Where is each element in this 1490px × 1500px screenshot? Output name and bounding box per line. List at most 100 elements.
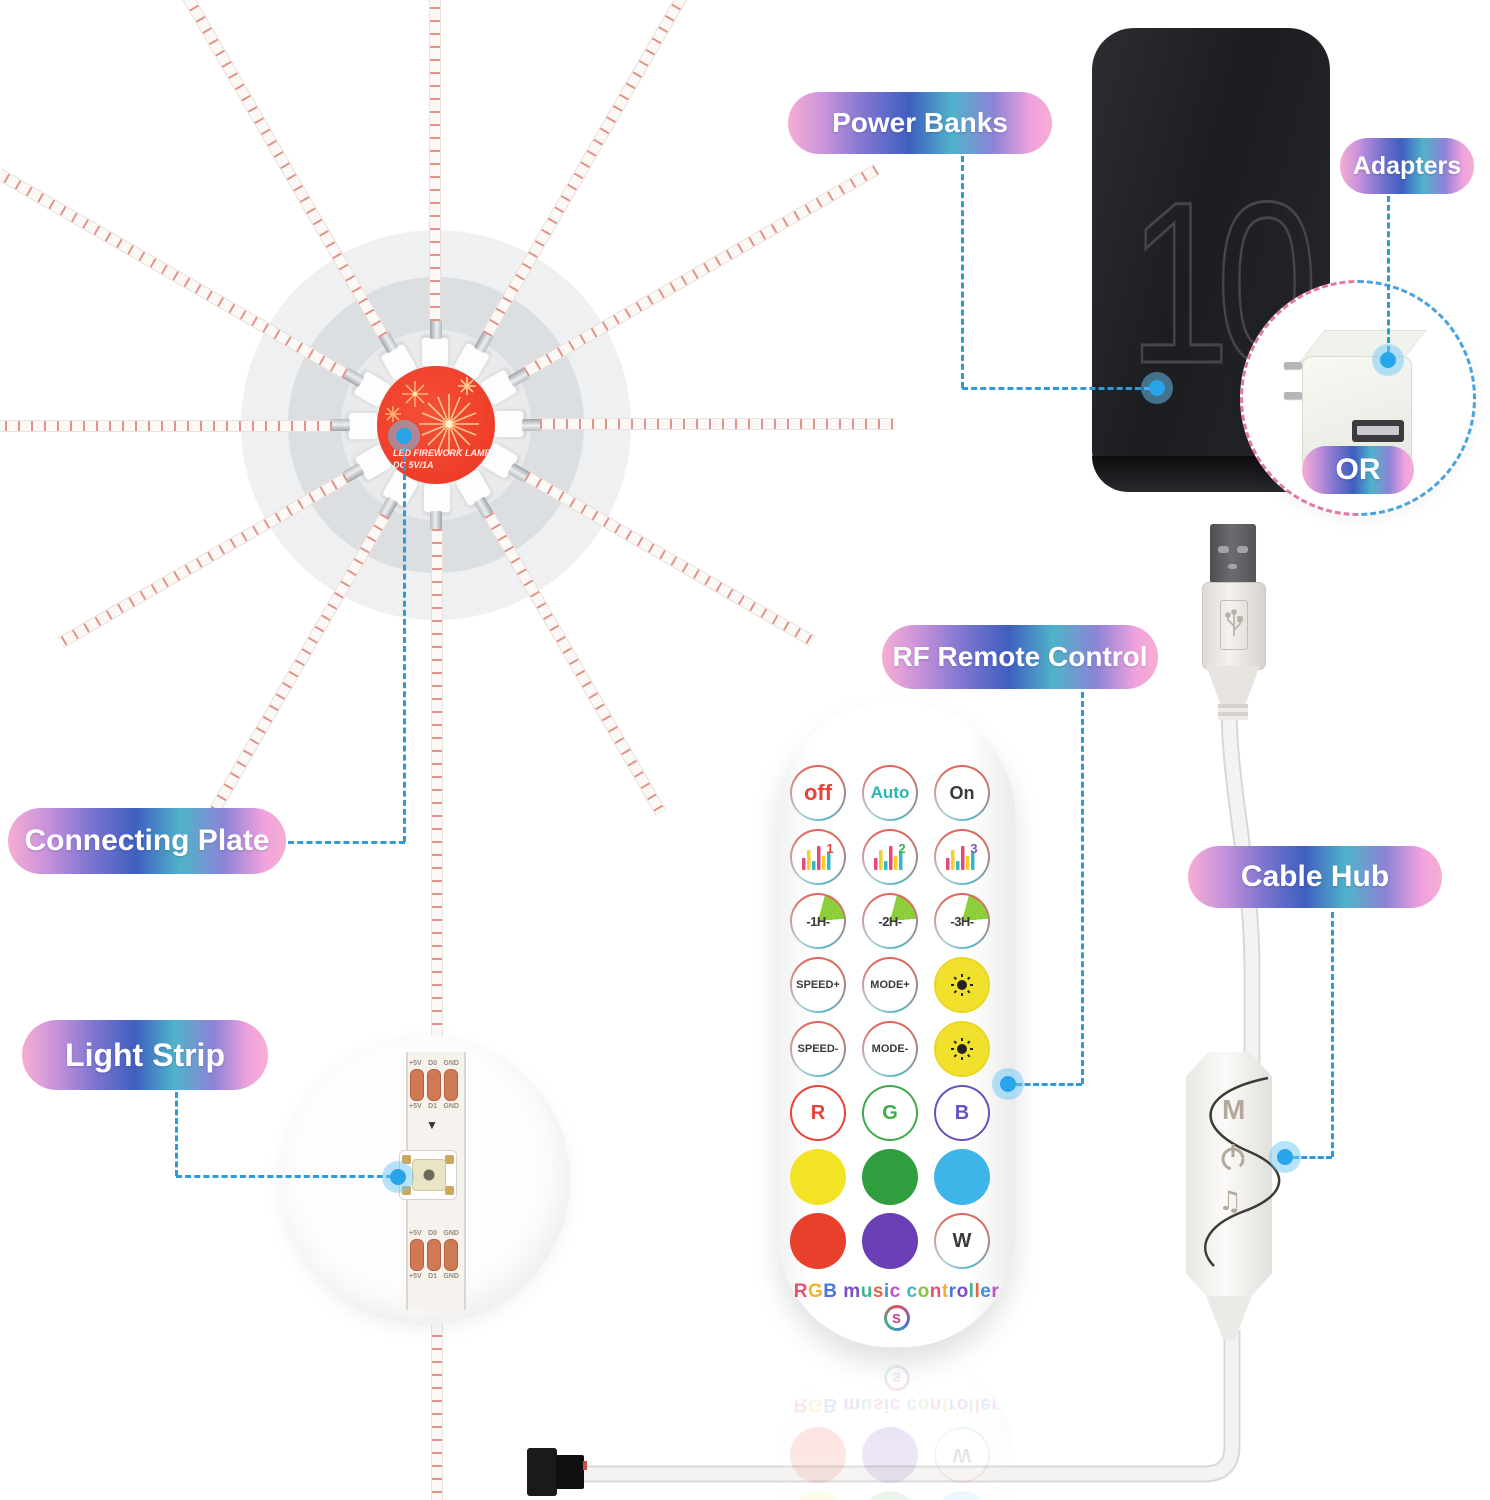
callout-line <box>403 447 406 842</box>
callout-dot <box>396 428 412 444</box>
lamp-spec-text: LED FIREWORK LAMP DC 5V/1A <box>393 448 491 470</box>
remote-button-face: -3H- <box>936 895 988 947</box>
remote-button-1: 1 <box>790 829 846 885</box>
remote-button-speed-: SPEED- <box>790 1021 846 1077</box>
remote-button-face <box>936 1493 988 1500</box>
brand-logo-icon: S <box>883 1365 910 1391</box>
remote-button-face: On <box>936 767 988 819</box>
remote-button-solid <box>862 1149 918 1205</box>
remote-button-face: SPEED+ <box>792 959 844 1011</box>
remote-button-w: W <box>934 1427 990 1483</box>
remote-button-g: G <box>862 1085 918 1141</box>
remote-button-solid <box>862 1427 918 1483</box>
callout-line <box>176 1175 392 1178</box>
remote-button--2h-: -2H- <box>862 893 918 949</box>
usb-plug-strain-relief <box>1206 666 1260 706</box>
remote-button-mode+: MODE+ <box>862 957 918 1013</box>
remote-button-face: 1 <box>792 831 844 883</box>
strip-tape <box>429 0 441 321</box>
remote-button-face: 2 <box>864 831 916 883</box>
usb-plug-ridges <box>1218 704 1248 720</box>
rf-remote: off Auto On 1 2 3 -1H- -2H- -3H- SPEED+ MODE+ SPEED… <box>778 703 1015 1347</box>
remote-button-face: B <box>936 1087 988 1139</box>
usb-plug-hole <box>1237 546 1248 553</box>
cable-hub-device <box>1186 1052 1272 1298</box>
callout-dot <box>1380 352 1396 368</box>
remote-button-face: MODE+ <box>864 959 916 1011</box>
adapter-prong <box>1284 392 1302 399</box>
usb-port-tongue <box>1357 426 1399 435</box>
remote-button-face: W <box>936 1215 988 1267</box>
brand-logo-icon: S <box>883 1305 910 1331</box>
remote-button-face <box>792 1151 844 1203</box>
usb-plug-hole <box>1218 546 1229 553</box>
callout-line <box>1331 912 1334 1157</box>
direction-arrow-icon: ▼ <box>426 1118 438 1132</box>
remote-button-face <box>792 1493 844 1500</box>
strip-plug-connector <box>527 1448 557 1496</box>
callout-line <box>288 841 405 844</box>
remote-button-solid <box>934 1149 990 1205</box>
label-rf-remote-control: RF Remote Control <box>882 625 1158 689</box>
svg-text:2: 2 <box>898 842 905 856</box>
remote-button-face <box>936 959 988 1011</box>
remote-button-w: W <box>934 1213 990 1269</box>
remote-button-b: B <box>934 1085 990 1141</box>
remote-button-face: R <box>792 1087 844 1139</box>
power-bank: 10 <box>1092 28 1330 492</box>
strip-ferrule <box>430 319 442 339</box>
strip-connector <box>423 483 451 513</box>
remote-button-face <box>864 1429 916 1481</box>
strip-ferrule <box>430 511 442 531</box>
remote-button-off: off <box>790 765 846 821</box>
remote-button-solid <box>790 1491 846 1500</box>
remote-button-face: Auto <box>864 767 916 819</box>
callout-line <box>1016 1083 1082 1086</box>
led-die <box>412 1159 446 1191</box>
strip-plug-pin <box>583 1461 587 1470</box>
strip-tape <box>522 164 880 378</box>
label-adapters: Adapters <box>1340 138 1474 194</box>
callout-line <box>1293 1156 1332 1159</box>
remote-button-speed+: SPEED+ <box>790 957 846 1013</box>
usb-plug-hole <box>1228 564 1237 569</box>
remote-button-face <box>864 1215 916 1267</box>
hub-mode-button: M <box>1222 1094 1246 1125</box>
remote-button-grid: off Auto On 1 2 3 -1H- -2H- -3H- SPEED+ MODE+ SPEED… <box>782 761 998 1273</box>
remote-button-solid <box>862 1213 918 1269</box>
remote-button-face <box>936 1023 988 1075</box>
callout-line <box>175 1092 178 1176</box>
strip-tape <box>540 418 895 430</box>
remote-button-face <box>792 1215 844 1267</box>
cable-hub-taper <box>1206 1296 1252 1340</box>
callout-line <box>1081 692 1084 1084</box>
remote-button-face: -1H- <box>792 895 844 947</box>
strip-tape <box>0 168 349 380</box>
strip-connector <box>348 412 378 440</box>
label-or: OR <box>1302 446 1414 494</box>
remote-button--3h-: -3H- <box>934 893 990 949</box>
usb-trident-icon <box>1220 600 1248 650</box>
callout-dot <box>1149 380 1165 396</box>
strip-connector <box>494 410 524 438</box>
usb-plug-metal <box>1210 524 1256 584</box>
strip-tape <box>0 420 332 432</box>
remote-button-3: 3 <box>934 829 990 885</box>
remote-button-face <box>792 1429 844 1481</box>
remote-button-face: off <box>792 767 844 819</box>
led-chip <box>399 1150 457 1200</box>
hub-music-icon: ♫ <box>1218 1186 1243 1217</box>
remote-button-face <box>864 1493 916 1500</box>
remote-button-face: W <box>936 1429 988 1481</box>
remote-button-solid <box>862 1491 918 1500</box>
strip-ferrule <box>522 419 542 431</box>
callout-line <box>962 387 1150 390</box>
callout-dot <box>1000 1076 1016 1092</box>
remote-button-2: 2 <box>862 829 918 885</box>
connecting-plate-core: LED FIREWORK LAMP DC 5V/1A <box>377 366 495 484</box>
remote-button-brightness-up <box>934 957 990 1013</box>
remote-button-solid <box>790 1149 846 1205</box>
strip-connector <box>421 337 449 367</box>
